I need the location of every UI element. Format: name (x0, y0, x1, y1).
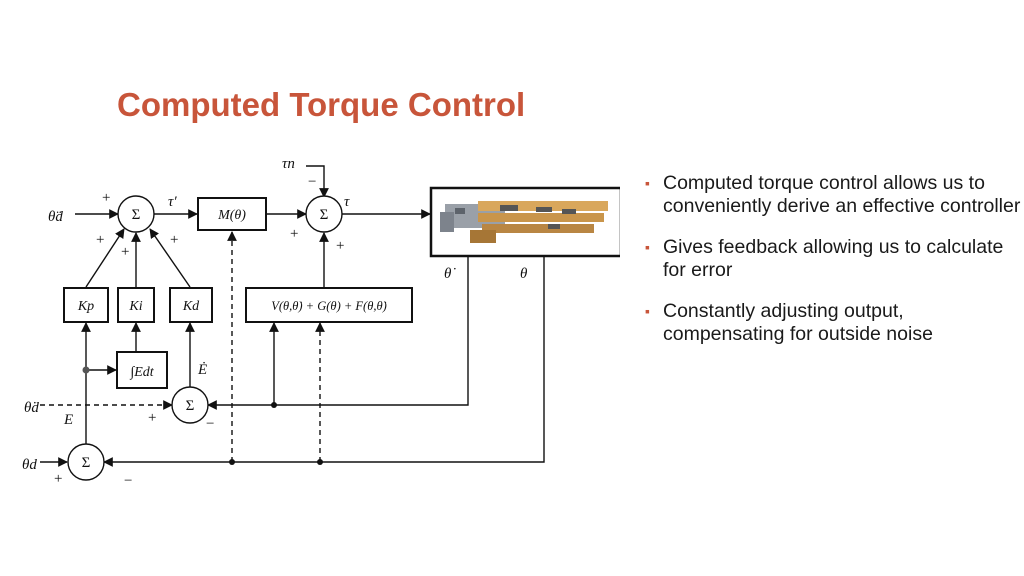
ki-label: Ki (128, 299, 142, 314)
bullet-marker: ▪ (645, 303, 650, 319)
kp-block (63, 287, 109, 323)
plus-sign: + (121, 244, 129, 260)
plus-sign: + (170, 232, 178, 248)
velocity-feedback-label: θ̇ (444, 266, 456, 282)
inertia-block (197, 197, 267, 231)
wires (40, 165, 545, 467)
robotic-hand-icon (440, 201, 608, 243)
bullet-text: Gives feedback allowing us to calculate … (663, 236, 1004, 281)
sum-symbols: Σ Σ Σ Σ (82, 207, 329, 471)
inertia-label: M(θ) (217, 208, 246, 223)
noise-torque-label: τn (282, 156, 295, 172)
integral-block (116, 351, 168, 389)
sum-junction-position-error (67, 443, 105, 481)
minus-sign: − (124, 473, 132, 489)
bullet-marker: ▪ (645, 239, 650, 255)
dashed-wires (40, 231, 325, 462)
plus-sign: + (54, 471, 62, 487)
sum-junctions (67, 195, 343, 481)
slide-title: Computed Torque Control (117, 86, 526, 123)
bullet-marker: ▪ (645, 175, 650, 191)
bullet-text: Constantly adjusting output, compensatin… (663, 300, 933, 345)
kd-block (169, 287, 213, 323)
tau-prime-label: τ′ (168, 194, 177, 210)
desired-velocity-label: θ̇d (24, 400, 39, 416)
bullet-item: ▪ Constantly adjusting output, compensat… (643, 300, 1021, 346)
sum-symbol: Σ (186, 398, 195, 414)
desired-position-label: θd (22, 457, 37, 473)
tau-label: τ (344, 194, 350, 210)
desired-acceleration-label: θ̈d (48, 209, 63, 225)
nonlinear-block (245, 287, 413, 323)
sum-junction-torque (305, 195, 343, 233)
error-rate-label: Ė (197, 362, 207, 378)
bullet-list: ▪ Computed torque control allows us to c… (643, 172, 1021, 364)
minus-sign: − (206, 416, 214, 432)
sum-symbol: Σ (132, 207, 141, 223)
minus-sign: − (308, 174, 316, 190)
sum-junction-velocity-error (171, 386, 209, 424)
bullet-text: Computed torque control allows us to con… (663, 172, 1021, 217)
sum-junction-acceleration (117, 195, 155, 233)
computed-torque-block-diagram: Σ Σ Σ Σ M(θ) V(θ,θ̇) + G(θ) + F(θ,θ̇) Kp… (22, 156, 620, 489)
bullet-item: ▪ Computed torque control allows us to c… (643, 172, 1021, 218)
block-labels: M(θ) V(θ,θ̇) + G(θ) + F(θ,θ̇) Kp Ki Kd ∫… (77, 208, 387, 380)
plus-sign: + (96, 232, 104, 248)
error-label: E (63, 412, 73, 428)
plus-sign: + (102, 190, 110, 206)
sign-labels: + + + + − + + + − + − (54, 174, 344, 489)
position-feedback-label: θ (520, 266, 528, 282)
plus-sign: + (290, 226, 298, 242)
integral-label: ∫Edt (129, 365, 154, 380)
junction-dots (82, 366, 323, 465)
nonlinear-label: V(θ,θ̇) + G(θ) + F(θ,θ̇) (271, 299, 387, 313)
ki-block (117, 287, 155, 323)
kp-label: Kp (77, 299, 94, 314)
bullet-item: ▪ Gives feedback allowing us to calculat… (643, 236, 1021, 282)
signal-labels: θ̈d θ̇d θd τ′ τ τn E Ė θ̇ θ (22, 156, 528, 473)
kd-label: Kd (182, 299, 200, 314)
sum-symbol: Σ (320, 207, 329, 223)
sum-symbol: Σ (82, 455, 91, 471)
plus-sign: + (336, 238, 344, 254)
plus-sign: + (148, 410, 156, 426)
